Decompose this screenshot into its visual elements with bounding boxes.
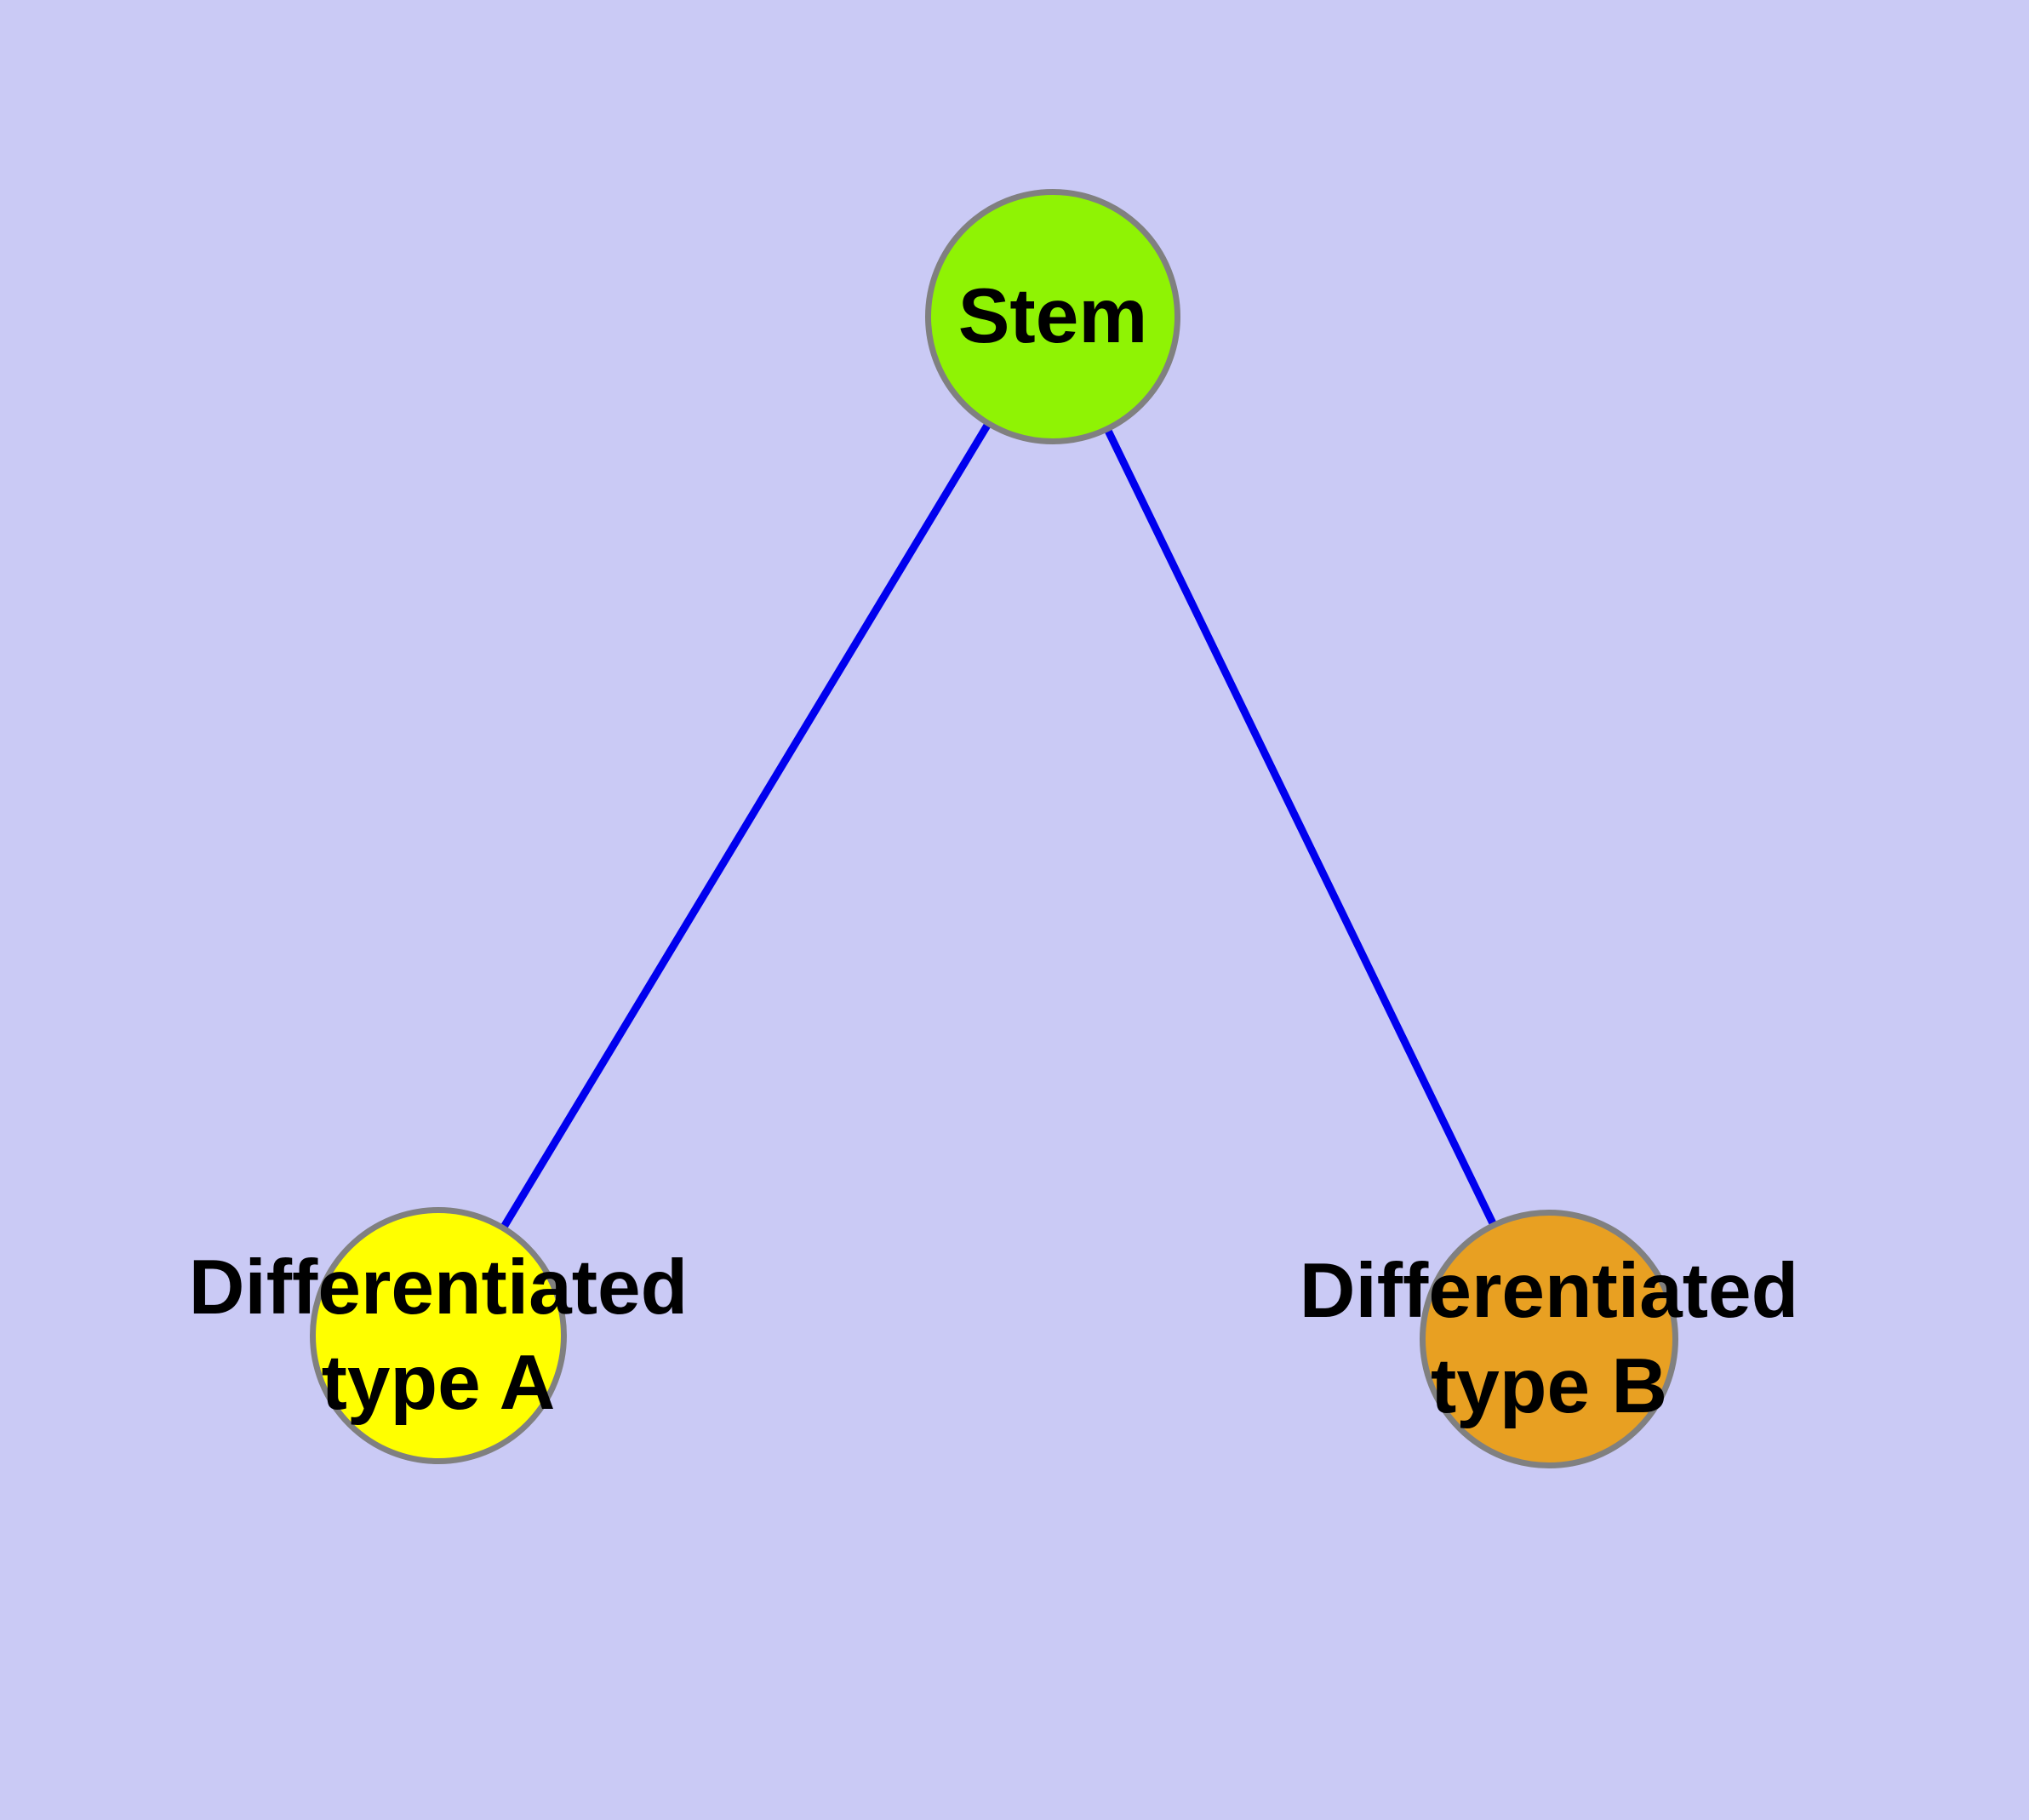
node-stem-label: Stem	[957, 273, 1148, 360]
node-stem-circle	[925, 189, 1180, 444]
node-differentiated-type-a-circle	[310, 1207, 567, 1464]
node-differentiated-type-a-label: Differentiated type A	[188, 1245, 689, 1426]
edge-stem-to-type-a	[434, 312, 1057, 1340]
node-differentiated-type-b-circle	[1420, 1210, 1678, 1468]
edge-stem-to-type-b	[1049, 312, 1553, 1343]
node-differentiated-type-b-label: Differentiated type B	[1299, 1248, 1799, 1429]
